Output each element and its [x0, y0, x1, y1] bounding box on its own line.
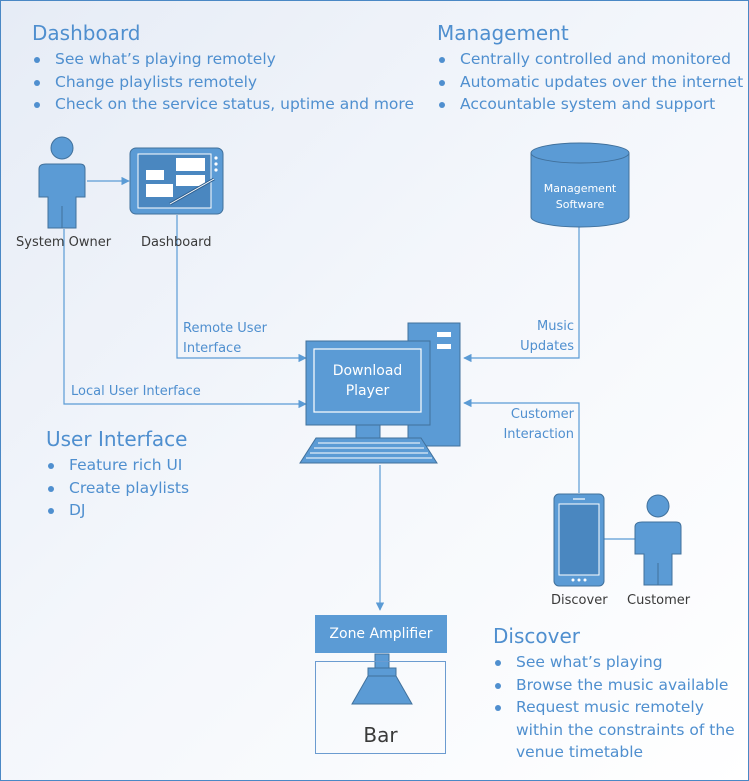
- management-bullet: Accountable system and support: [437, 93, 743, 116]
- dashboard-bullet: Check on the service status, uptime and …: [32, 93, 414, 116]
- download-player-line: Download: [332, 362, 403, 379]
- remote-ui-line: Remote User: [183, 321, 267, 336]
- discover-bullet-continuation: within the constraints of the: [516, 720, 735, 739]
- discover-bullet-continuation: venue timetable: [516, 743, 644, 761]
- dashboard-section: Dashboard See what’s playing remotely Ch…: [32, 21, 414, 116]
- management-section: Management Centrally controlled and moni…: [437, 21, 743, 116]
- management-bullet: Centrally controlled and monitored: [437, 48, 743, 71]
- music-updates-line: Music: [537, 319, 574, 334]
- system-owner-icon: [38, 136, 86, 229]
- music-updates-line: Updates: [520, 339, 574, 354]
- management-database-icon: [530, 142, 630, 228]
- user-interface-heading: User Interface: [46, 427, 188, 451]
- download-player-line: Player: [345, 382, 390, 399]
- user-interface-bullet: Create playlists: [46, 477, 189, 500]
- music-updates-label: Music Updates: [501, 317, 574, 357]
- dashboard-tablet-icon: [129, 147, 224, 215]
- local-ui-arrow: [63, 229, 307, 409]
- remote-ui-line: Interface: [183, 341, 242, 356]
- discover-heading: Discover: [493, 624, 580, 648]
- management-bullet-list: Centrally controlled and monitored Autom…: [437, 48, 743, 116]
- phone-icon: [553, 493, 605, 587]
- system-owner-label: System Owner: [16, 235, 112, 250]
- bar-label: Bar: [363, 723, 398, 747]
- customer-node-label: Customer: [627, 593, 691, 608]
- remote-ui-label: Remote User Interface: [183, 319, 267, 359]
- bar-zone-box: [315, 661, 446, 754]
- music-updates-arrow: [463, 227, 580, 363]
- download-player-label: Download Player: [314, 349, 421, 412]
- dashboard-bullet: Change playlists remotely: [32, 71, 414, 94]
- remote-ui-arrow: [176, 215, 307, 363]
- management-software-label: Management Software: [531, 181, 629, 213]
- customer-interaction-line: Customer: [510, 407, 574, 422]
- discover-bullet-list: See what’s playing Browse the music avai…: [493, 651, 735, 764]
- discover-node-label: Discover: [551, 593, 608, 608]
- customer-interaction-arrow: [463, 398, 580, 493]
- user-interface-bullet: DJ: [46, 499, 189, 522]
- dashboard-heading: Dashboard: [32, 21, 141, 45]
- discover-bullet: Browse the music available: [493, 674, 735, 697]
- speaker-icon: [351, 653, 413, 705]
- management-bullet: Automatic updates over the internet: [437, 71, 743, 94]
- discover-bullet: See what’s playing: [493, 651, 735, 674]
- dashboard-bullet: See what’s playing remotely: [32, 48, 414, 71]
- local-ui-label: Local User Interface: [71, 384, 201, 399]
- management-software-line: Software: [555, 198, 605, 211]
- customer-icon: [634, 494, 682, 586]
- customer-interaction-line: Interaction: [503, 427, 574, 442]
- discover-bullet: Request music remotely: [493, 696, 735, 719]
- zone-amplifier-box: Zone Amplifier: [315, 615, 447, 653]
- dashboard-bullet-list: See what’s playing remotely Change playl…: [32, 48, 414, 116]
- discover-section: Discover See what’s playing Browse the m…: [493, 624, 735, 764]
- customer-interaction-label: Customer Interaction: [481, 405, 574, 445]
- user-interface-section: User Interface Feature rich UI Create pl…: [46, 427, 189, 522]
- dashboard-node-label: Dashboard: [141, 235, 212, 250]
- management-heading: Management: [437, 21, 569, 45]
- user-interface-bullet: Feature rich UI: [46, 454, 189, 477]
- user-interface-bullet-list: Feature rich UI Create playlists DJ: [46, 454, 189, 522]
- computer-icon: [299, 322, 461, 464]
- management-software-line: Management: [543, 182, 617, 195]
